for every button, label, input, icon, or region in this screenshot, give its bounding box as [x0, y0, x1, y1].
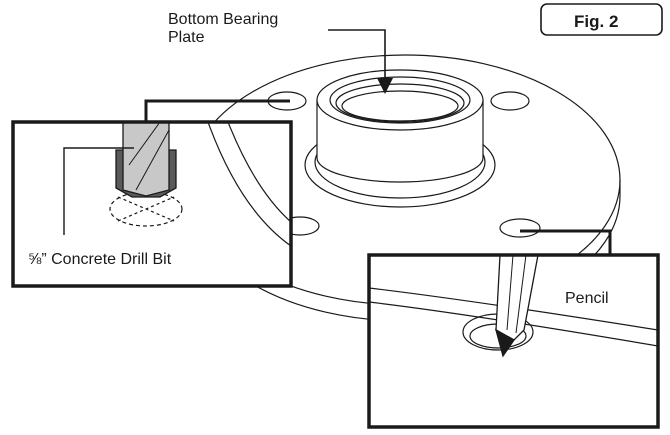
drill-bit-flute	[128, 121, 170, 191]
drill-bit-icon	[115, 121, 177, 198]
bearing-bore	[341, 90, 459, 122]
pencil-facets	[506, 254, 527, 334]
bearing-plate-label-line2: Plate	[168, 29, 205, 46]
drill-inset-surface-edge	[207, 122, 291, 247]
drill-bit-shank	[122, 121, 170, 197]
pencil-tip	[494, 328, 515, 358]
figure-label-box	[540, 3, 663, 36]
pencil-inset-surface-edge	[369, 287, 658, 331]
bearing-inner-rim	[329, 76, 471, 124]
bearing-top-rim	[316, 69, 484, 131]
drill-bit-label: ⅝” Concrete Drill Bit	[28, 251, 172, 268]
bearing-inner-rim-2	[335, 83, 465, 123]
drill-inset	[11, 120, 293, 288]
bolt-hole-bottom-right	[499, 218, 541, 238]
drill-label-leader	[63, 147, 134, 235]
pencil-inset	[367, 253, 660, 429]
bearing-plate-leader	[328, 29, 393, 94]
left-inset-connector	[144, 99, 290, 122]
drill-hole-cross	[117, 196, 175, 222]
pencil-label: Pencil	[565, 290, 609, 307]
drill-inset-surface-edge-2	[227, 122, 291, 223]
figure-label: Fig. 2	[574, 12, 618, 31]
bearing-plate-label-line1: Bottom Bearing	[168, 11, 278, 28]
bolt-hole-top-right	[490, 91, 530, 111]
bearing-cylinder	[316, 69, 484, 183]
right-inset-connector	[520, 229, 612, 255]
pencil-inset-surface-edge-2	[369, 301, 658, 347]
